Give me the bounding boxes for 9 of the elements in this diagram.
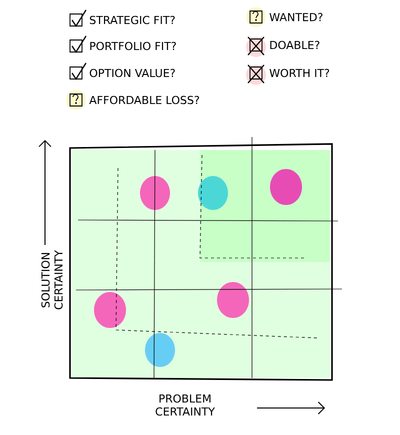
checklist-item: OPTION VALUE?	[90, 68, 175, 78]
axis-label: SOLUTION CERTAINTY	[41, 250, 63, 310]
checklist-item: WORTH IT?	[270, 68, 330, 78]
checklist-item: AFFORDABLE LOSS?	[89, 96, 200, 104]
checklist-item: DOABLE?	[270, 40, 320, 50]
axis-label: PROBLEM CERTAINTY	[156, 394, 215, 416]
checklist-item: PORTFOLIO FIT?	[90, 42, 176, 50]
checklist-item: WANTED?	[270, 12, 322, 22]
checklist-item: STRATEGIC FIT?	[90, 16, 175, 24]
